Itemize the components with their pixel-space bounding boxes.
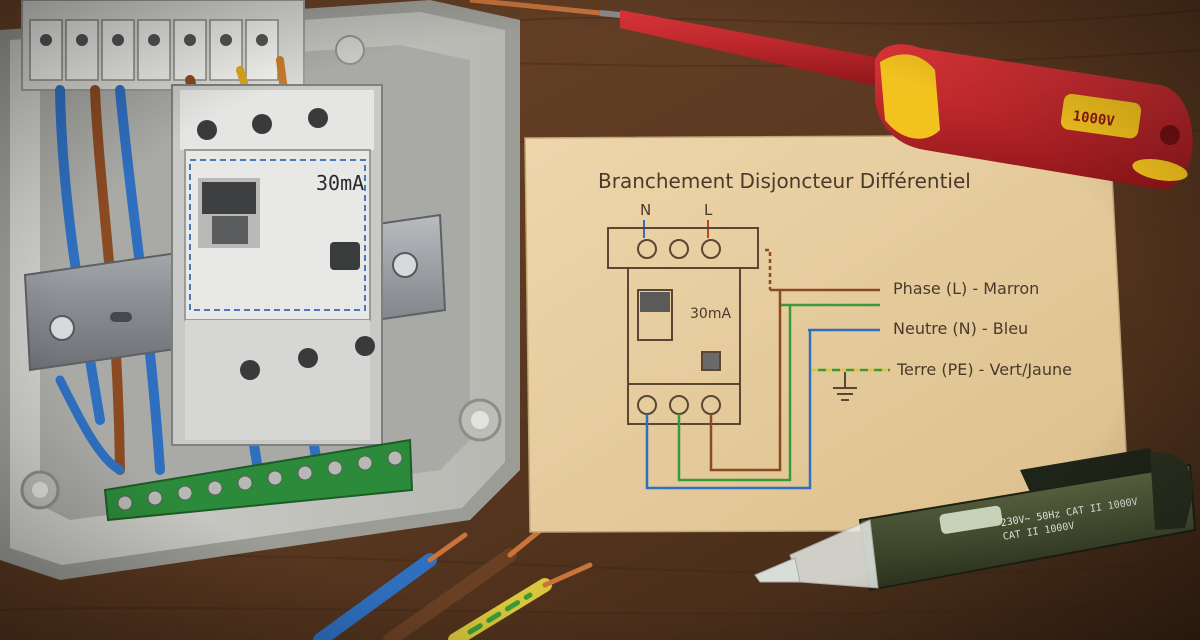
terminal-n-label: N <box>640 201 651 219</box>
rcd-breaker: 30mA <box>171 84 383 446</box>
terminal-l-label: L <box>704 201 713 219</box>
top-terminal-block <box>21 0 305 91</box>
sketch-rating-label: 30mA <box>690 306 731 322</box>
breaker-rating-label: 30mA <box>316 171 364 195</box>
note-title: Branchement Disjoncteur Différentiel <box>598 169 971 193</box>
legend-neutral: Neutre (N) - Bleu <box>893 319 1028 338</box>
legend-phase: Phase (L) - Marron <box>893 279 1039 298</box>
legend-earth: Terre (PE) - Vert/Jaune <box>896 360 1072 379</box>
